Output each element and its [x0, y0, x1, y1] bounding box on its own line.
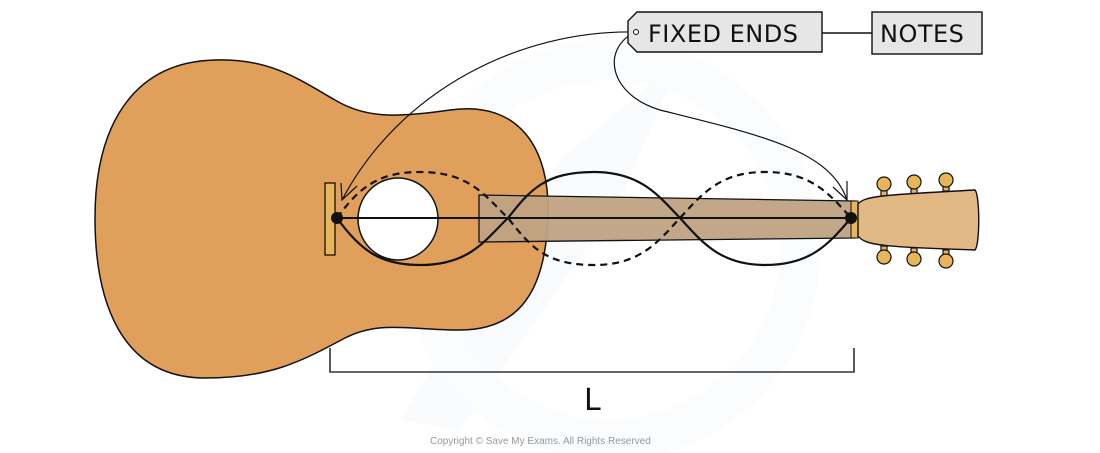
notes-label: NOTES	[880, 20, 964, 48]
wave-solid	[336, 170, 852, 267]
fixed-ends-tag	[627, 11, 823, 53]
fixed-end-node-bridge	[331, 212, 343, 224]
tuning-peg	[876, 176, 892, 197]
wave-dashed	[336, 170, 852, 267]
tag-hole-icon	[633, 29, 639, 35]
tuning-peg	[906, 247, 922, 267]
tuning-peg	[938, 249, 954, 269]
tuning-peg	[876, 245, 892, 265]
fixed-ends-label: FIXED ENDS	[648, 20, 798, 48]
arrow-to-nut	[613, 31, 848, 201]
arrowhead-icon	[832, 181, 848, 202]
arrow-to-bridge	[341, 31, 636, 201]
length-label: L	[584, 383, 601, 418]
tuning-peg	[938, 172, 954, 192]
tuning-peg	[906, 174, 922, 195]
arrowhead-icon	[340, 182, 358, 202]
fixed-end-node-nut	[845, 212, 857, 224]
guitar-body	[94, 59, 549, 379]
copyright-text: Copyright © Save My Exams. All Rights Re…	[430, 436, 651, 447]
length-bracket	[329, 348, 855, 373]
tuning-pegs	[876, 172, 954, 269]
headstock	[857, 189, 980, 251]
notes-box	[871, 11, 983, 55]
